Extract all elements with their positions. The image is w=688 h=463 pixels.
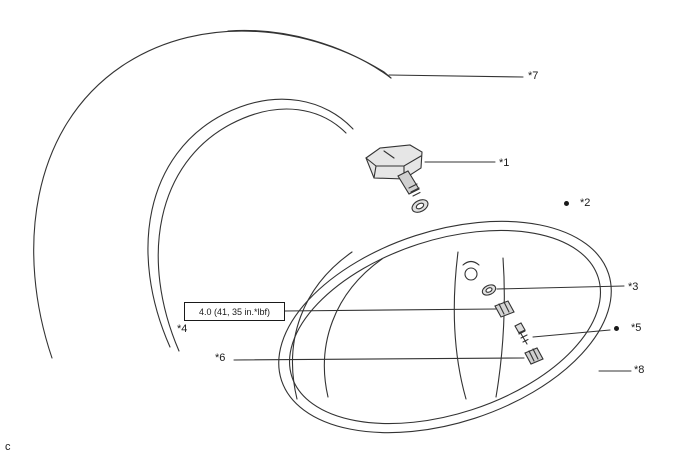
leader-line-3 xyxy=(496,285,625,290)
callout-label-6: *6 xyxy=(215,352,226,364)
callout-label-2: *2 xyxy=(580,197,591,209)
callout-label-1: *1 xyxy=(499,157,510,169)
footer-char: c xyxy=(5,441,11,453)
leader-line-5 xyxy=(532,329,611,338)
callout-label-5: *5 xyxy=(631,322,642,334)
torque-spec-box: 4.0 (41, 35 in.*lbf) xyxy=(184,302,285,321)
callout-label-4: *4 xyxy=(177,323,188,335)
callout-label-3: *3 xyxy=(628,281,639,293)
wheel-outline xyxy=(278,220,612,434)
valve-nut xyxy=(494,300,515,318)
leader-line-6 xyxy=(233,357,525,361)
callout-label-7: *7 xyxy=(528,70,539,82)
callout-label-8: *8 xyxy=(634,364,645,376)
valve-cap xyxy=(524,347,544,365)
grommet-part-3 xyxy=(481,284,497,296)
grommet-part-2 xyxy=(411,199,429,213)
leader-line-7 xyxy=(388,74,524,78)
valve-core xyxy=(514,322,529,345)
leader-line-4 xyxy=(283,308,497,312)
callout-dot-5 xyxy=(614,326,619,331)
tire-outline xyxy=(33,29,392,359)
callout-dot-2 xyxy=(564,201,569,206)
tpms-sensor xyxy=(365,144,423,197)
